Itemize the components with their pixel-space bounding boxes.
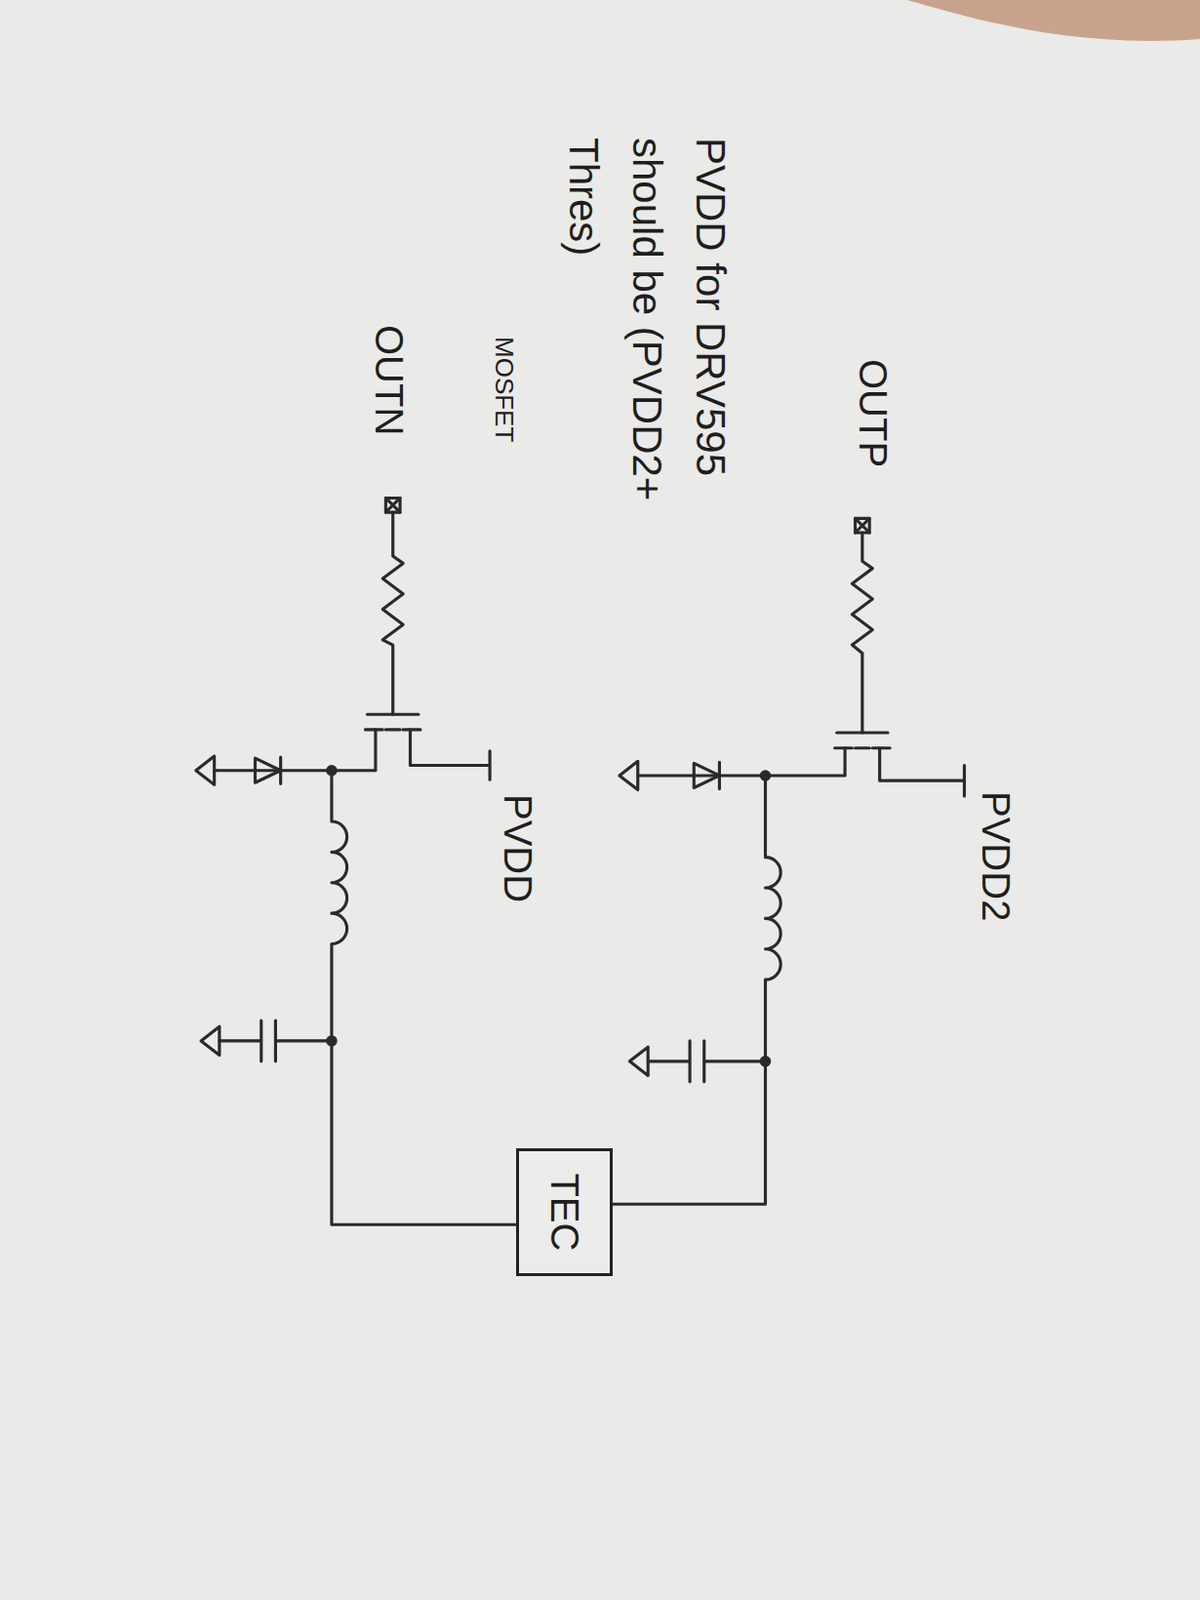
mosfet-gate (367, 713, 419, 717)
supply-rail (880, 748, 965, 797)
diode-symbol (693, 761, 720, 789)
ground-symbol (619, 760, 639, 790)
ground-symbol (200, 1026, 220, 1055)
finger (907, 0, 1200, 41)
pin-name: OUTN (366, 324, 412, 436)
supply-rail (409, 729, 490, 780)
diode-symbol (255, 757, 281, 784)
ground-symbol (196, 756, 215, 785)
mosfet-source-wire (331, 729, 376, 771)
component-name: TEC (541, 1172, 586, 1251)
terminal-symbol (855, 518, 871, 533)
mosfet-channel (364, 727, 420, 731)
note-annotation: MOSFET (488, 336, 519, 442)
design-note: PVDD for DRV595 should be (PVDD2+ Thres) (552, 137, 743, 577)
capacitor-symbol (219, 1020, 332, 1062)
terminal-symbol (855, 518, 871, 533)
supply-name: PVDD (495, 794, 541, 903)
supply-name: PVDD2 (973, 791, 1019, 921)
terminal-symbol (385, 497, 400, 513)
pin-name: OUTP (850, 359, 896, 468)
mosfet-channel (835, 746, 890, 750)
mosfet-source-wire (765, 748, 846, 776)
terminal-symbol (385, 497, 400, 513)
circuit (196, 497, 965, 1225)
wire (638, 773, 766, 777)
resistor-symbol (851, 532, 873, 733)
capacitor-symbol (647, 1040, 765, 1082)
component-box: TEC (515, 1148, 612, 1277)
inductor-symbol (331, 770, 516, 1225)
mosfet-gate (837, 730, 888, 734)
wire (214, 768, 332, 772)
inductor-symbol (612, 775, 782, 1204)
resistor-symbol (382, 512, 403, 715)
ground-symbol (629, 1046, 648, 1076)
